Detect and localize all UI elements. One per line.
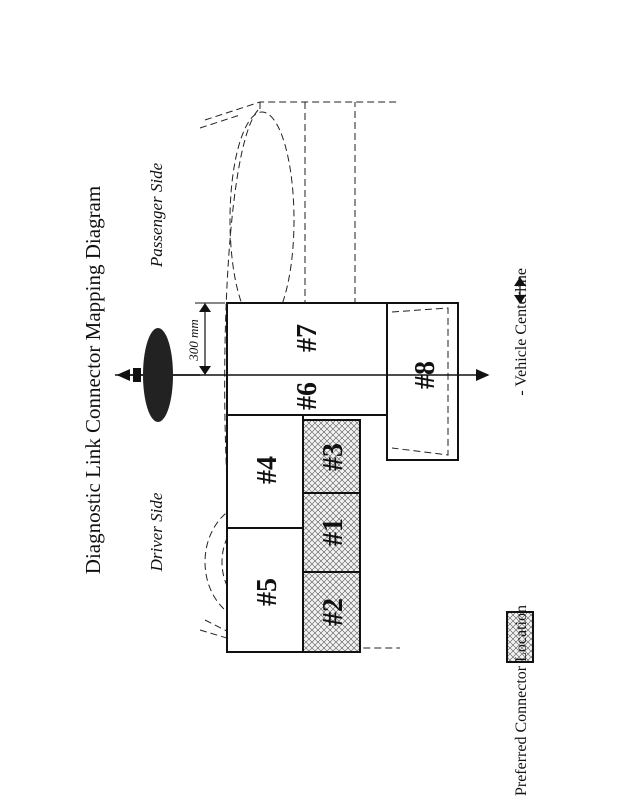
location-7-label: #7	[292, 324, 323, 352]
location-5-label: #5	[252, 578, 283, 606]
legend-centerline-label: - Vehicle Centerline	[513, 268, 530, 396]
location-3-label: #3	[318, 443, 349, 471]
location-6-label: #6	[292, 382, 323, 410]
diagram-title: Diagnostic Link Connector Mapping Diagra…	[81, 186, 105, 574]
dimension-label: 300 mm	[186, 319, 201, 362]
steering-wheel-icon	[143, 328, 173, 422]
location-1-label: #1	[318, 518, 349, 546]
location-4-5-box	[226, 414, 304, 653]
legend-hatch-swatch	[506, 611, 534, 663]
driver-side-label: Driver Side	[147, 492, 166, 572]
location-4-label: #4	[252, 456, 283, 484]
location-2-label: #2	[318, 598, 349, 626]
location-8-label: #8	[410, 361, 441, 389]
location-8-box	[386, 302, 459, 461]
location-6-7-box	[226, 302, 388, 416]
preferred-locations-strip	[302, 419, 361, 653]
passenger-side-label: Passenger Side	[147, 162, 166, 268]
legend-preferred-label: - Preferred Connector Location	[513, 605, 530, 800]
